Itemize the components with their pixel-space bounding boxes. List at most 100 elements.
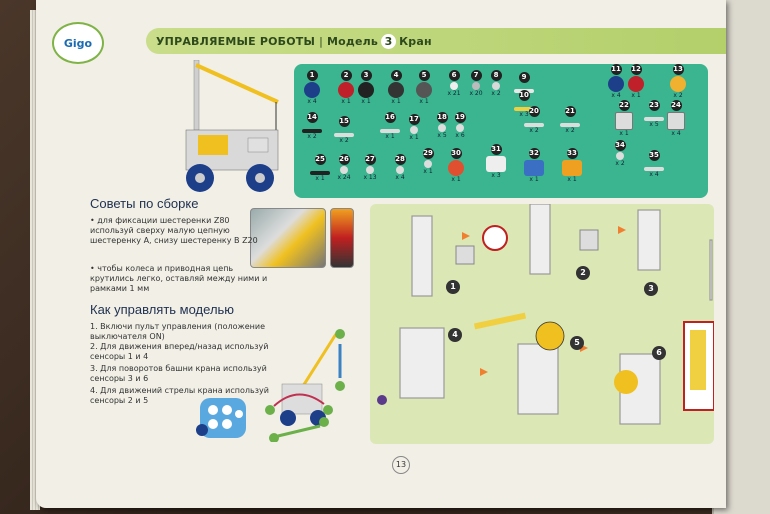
part-shape-rod: [310, 171, 330, 175]
part-shape-motor: [486, 156, 506, 172]
part-shape-peg: [340, 166, 348, 174]
step-number: 6: [652, 346, 666, 360]
part-quantity: x 1: [341, 98, 351, 105]
tip-item: • для фиксации шестеренки Z80 используй …: [90, 216, 258, 245]
part-number: 17: [408, 114, 420, 125]
part-number: 13: [672, 64, 684, 75]
part-number: 2: [340, 70, 352, 81]
part-number: 33: [566, 148, 578, 159]
section-title: УПРАВЛЯЕМЫЕ РОБОТЫ: [156, 35, 316, 48]
part-shape-gear: [358, 82, 374, 98]
part-number: 4: [390, 70, 402, 81]
part-number: 8: [490, 70, 502, 81]
crane-hub: [255, 173, 265, 183]
part-number: 29: [422, 148, 434, 159]
part-item: 30 x 1: [446, 148, 466, 183]
part-shape-gear: [670, 76, 686, 92]
part-quantity: x 1: [451, 176, 461, 183]
part-quantity: x 1: [567, 176, 577, 183]
part-item: 22 x 1: [614, 100, 634, 137]
part-shape-rod: [302, 129, 322, 133]
part-quantity: x 2: [491, 90, 501, 97]
part-quantity: x 1: [529, 176, 539, 183]
control-item: 2. Для движения вперед/назад используй с…: [90, 342, 269, 361]
tip-item: • чтобы колеса и приводная цепь крутилис…: [90, 264, 268, 293]
part-item: 4 x 1: [386, 70, 406, 105]
part-quantity: x 1: [361, 98, 371, 105]
part-shape-gear: [416, 82, 432, 98]
part-quantity: x 13: [363, 174, 377, 181]
part-number: 35: [648, 150, 660, 161]
part-shape-beam: [380, 129, 400, 133]
part-number: 21: [564, 106, 576, 117]
crane-control-diagram: [265, 329, 345, 442]
part-item: 8 x 2: [486, 70, 506, 97]
part-shape-frame: [667, 112, 685, 130]
part-number: 22: [618, 100, 630, 111]
part-number: 11: [610, 64, 622, 75]
part-shape-wheel: [304, 82, 320, 98]
part-number: 5: [418, 70, 430, 81]
part-number: 3: [360, 70, 372, 81]
part-quantity: x 1: [391, 98, 401, 105]
part-shape-peg: [616, 152, 624, 160]
part-number: 31: [490, 144, 502, 155]
part-quantity: x 5: [437, 132, 447, 139]
part-quantity: x 1: [315, 175, 325, 182]
crane-boom: [195, 63, 279, 104]
part-shape-beam: [644, 117, 664, 121]
part-number: 26: [338, 154, 350, 165]
part-shape-peg: [366, 166, 374, 174]
part-item: 33 x 1: [562, 148, 582, 183]
part-number: 16: [384, 112, 396, 123]
model-label: Модель: [327, 35, 379, 48]
part-shape-peg: [472, 82, 480, 90]
part-quantity: x 4: [307, 98, 317, 105]
part-number: 6: [448, 70, 460, 81]
part-quantity: x 1: [419, 98, 429, 105]
part-number: 30: [450, 148, 462, 159]
part-shape-peg: [410, 126, 418, 134]
page-edges: [30, 10, 40, 510]
part-quantity: x 20: [469, 90, 483, 97]
part-shape-box: [562, 160, 582, 176]
part-shape-peg: [438, 124, 446, 132]
tip-photo-gear: [250, 208, 326, 268]
part-quantity: x 2: [615, 160, 625, 167]
part-quantity: x 1: [619, 130, 629, 137]
part-number: 23: [648, 100, 660, 111]
part-item: 3 x 1: [356, 70, 376, 105]
part-shape-beam: [334, 133, 354, 137]
control-item: 4. Для движений стрелы крана используй с…: [90, 386, 269, 405]
part-number: 19: [454, 112, 466, 123]
step-number: 5: [570, 336, 584, 350]
part-quantity: x 3: [491, 172, 501, 179]
part-number: 7: [470, 70, 482, 81]
part-shape-beam: [560, 123, 580, 127]
part-number: 27: [364, 154, 376, 165]
control-item: 1. Включи пульт управления (положение вы…: [90, 322, 266, 341]
part-number: 24: [670, 100, 682, 111]
gigo-logo: Gigo: [52, 22, 104, 64]
part-quantity: x 2: [673, 92, 683, 99]
part-item: 16 x 1: [380, 112, 400, 140]
part-number: 12: [630, 64, 642, 75]
part-quantity: x 1: [385, 133, 395, 140]
crane-motor: [247, 137, 269, 153]
